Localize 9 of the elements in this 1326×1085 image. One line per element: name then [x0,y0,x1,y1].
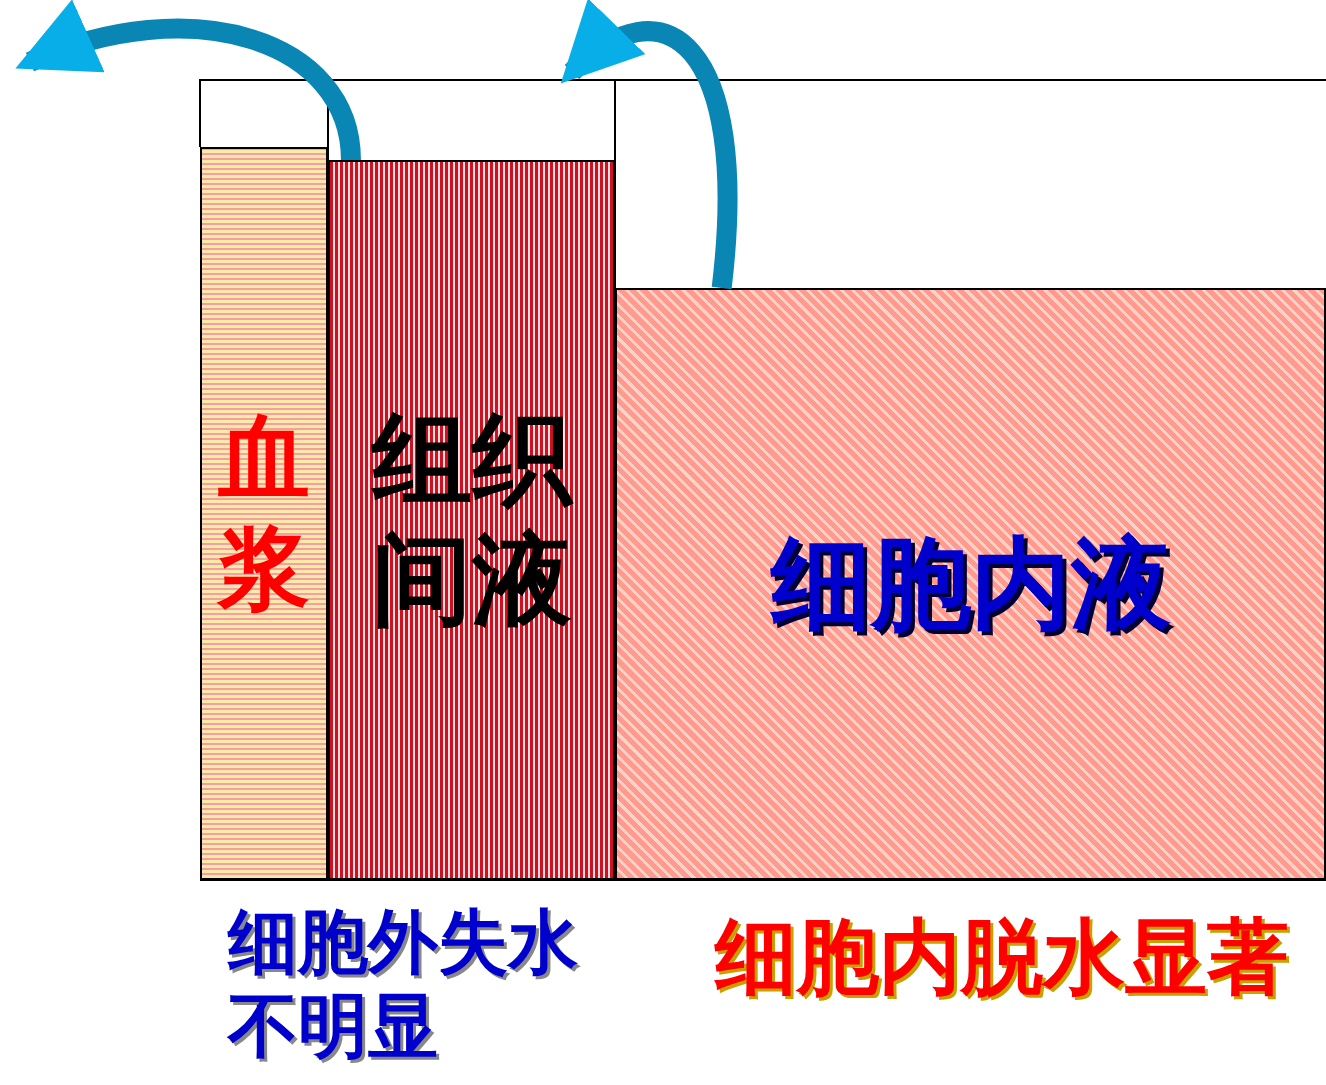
curved-arrow [15,1,361,162]
plasma-bar [200,147,328,880]
interstitial-fluid-bar [328,160,615,880]
compartment-label: 细胞内液 [769,524,1172,644]
curved-arrow [559,0,738,289]
intracellular-note: 细胞内脱水显著 [715,908,1290,1006]
intracellular-fluid-bar [615,288,1326,880]
extracellular-note: 细胞外失水不明显 [228,900,579,1068]
compartment-label: 血浆 [215,403,311,624]
